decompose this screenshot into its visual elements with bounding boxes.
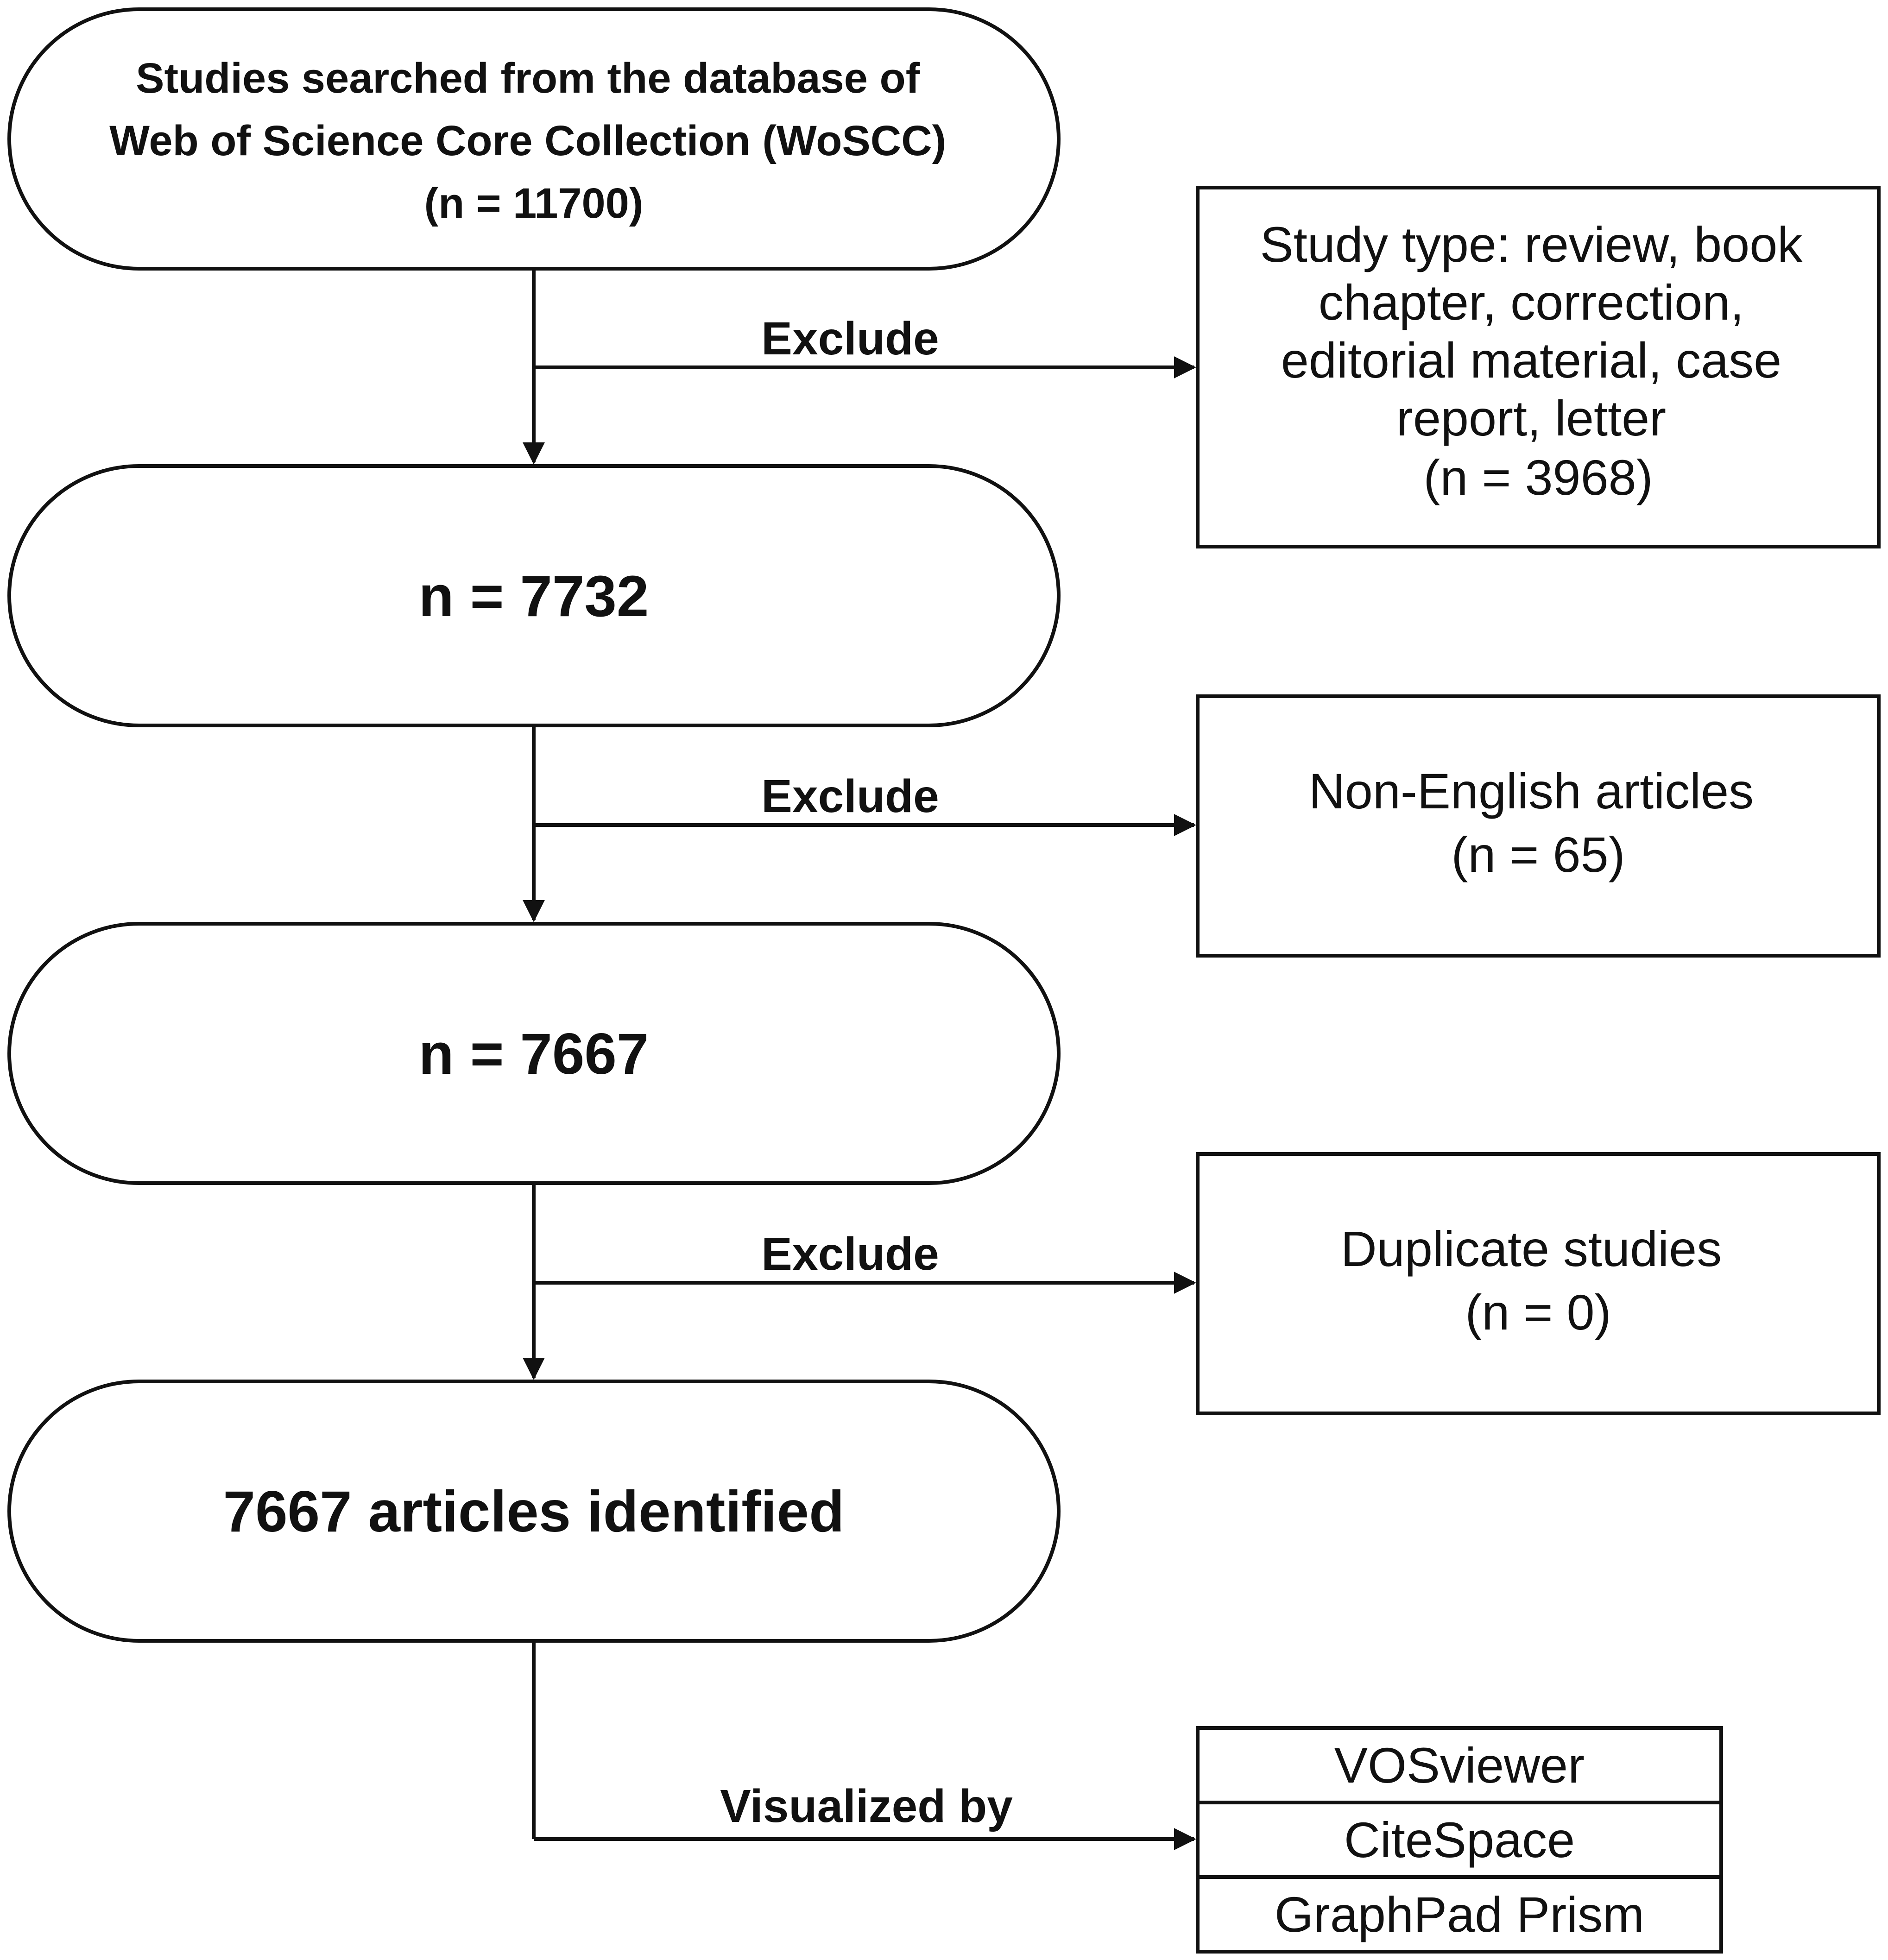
- svg-text:n = 7732: n = 7732: [419, 564, 649, 629]
- node-search: Studies searched from the database of We…: [7, 7, 1061, 271]
- box-duplicates-excluded-line: Duplicate studies: [1341, 1221, 1722, 1277]
- box-duplicates-excluded: Duplicate studies (n = 0): [1196, 1152, 1881, 1415]
- node-after-language-exclusion: n = 7667: [7, 922, 1061, 1185]
- box-type-excluded-line: chapter, correction,: [1319, 274, 1744, 330]
- node-after-type-label: n = 7732: [419, 564, 649, 629]
- horizontal-arrows: [534, 356, 1196, 1850]
- box-type-excluded: Study type: review, book chapter, correc…: [1196, 186, 1881, 548]
- svg-text:Study type: review, book: Study type: review, book chapter, correc…: [1260, 216, 1817, 505]
- node-final: 7667 articles identified: [7, 1380, 1061, 1643]
- node-search-line: Studies searched from the database of: [136, 55, 920, 102]
- box-type-excluded-line: report, letter: [1396, 390, 1666, 446]
- box-type-excluded-line: editorial material, case: [1281, 332, 1781, 388]
- box-type-excluded-line: (n = 3968): [1423, 449, 1653, 505]
- node-after-type-exclusion: n = 7732: [7, 464, 1061, 727]
- svg-text:Duplicate studies (n = 0: Duplicate studies (n = 0): [1341, 1221, 1736, 1340]
- svg-text:Non-English articles (n: Non-English articles (n = 65): [1309, 763, 1768, 882]
- box-language-excluded-line: (n = 65): [1451, 826, 1625, 882]
- tool-item: GraphPad Prism: [1275, 1886, 1644, 1942]
- box-language-excluded: Non-English articles (n = 65): [1196, 694, 1881, 958]
- node-search-line: Web of Science Core Collection (WoSCC): [109, 117, 946, 164]
- edge-label-exclude: Exclude: [761, 1228, 939, 1280]
- edge-label-exclude: Exclude: [761, 313, 939, 365]
- box-language-excluded-line: Non-English articles: [1309, 763, 1754, 819]
- node-final-label: 7667 articles identified: [223, 1480, 845, 1544]
- tool-item: VOSviewer: [1334, 1737, 1585, 1793]
- edge-label-exclude: Exclude: [761, 770, 939, 822]
- edge-label-visualized-by: Visualized by: [720, 1780, 1013, 1832]
- tools-box: VOSviewer CiteSpace GraphPad Prism: [1196, 1726, 1723, 1954]
- node-after-language-label: n = 7667: [419, 1022, 649, 1086]
- box-type-excluded-line: Study type: review, book: [1260, 216, 1803, 272]
- node-search-line: (n = 11700): [424, 180, 643, 227]
- svg-text:7667 articles identified: 7667 articles identified: [223, 1480, 845, 1544]
- svg-text:Studies searched from the data: Studies searched from the database of We…: [109, 55, 958, 227]
- svg-text:n = 7667: n = 7667: [419, 1022, 649, 1086]
- box-duplicates-excluded-line: (n = 0): [1465, 1284, 1611, 1340]
- tool-item: CiteSpace: [1344, 1812, 1575, 1868]
